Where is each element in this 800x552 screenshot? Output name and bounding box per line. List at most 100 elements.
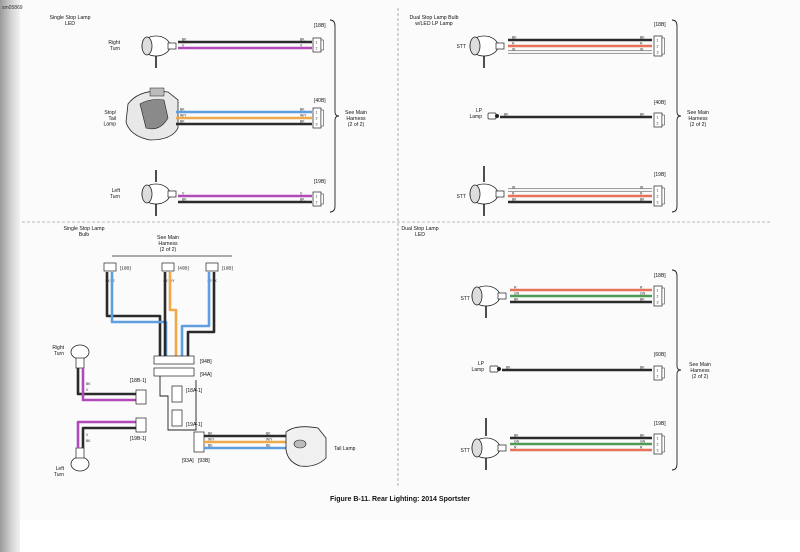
bl-wire-19b-be <box>180 272 211 356</box>
stt-lamp-1 <box>469 35 505 68</box>
tr-lp-pin-1: 2 <box>657 121 659 125</box>
tl-stop-tail-pin-0: 1 <box>316 110 318 114</box>
br-stt-2-wire-label-right-1: GN <box>640 439 646 443</box>
bl-tail-wire-label-right-2: BE <box>266 443 271 447</box>
tr-stt-1-wire-label-right-0: BK <box>640 35 645 39</box>
tr-stt-2-wire-label-left-1: R <box>512 191 515 195</box>
right-turn-lamp-lens <box>141 36 153 56</box>
bl-conn-label-18a1: [18A-1] <box>186 388 203 394</box>
left-turn-lamp-stem <box>167 190 177 198</box>
tl-left-turn-wire-label-left-0: V <box>182 191 185 195</box>
br-stt-lamp-1-stem <box>497 292 507 300</box>
tl-harness-brace <box>329 19 340 213</box>
br-stt-1-wire-label-right-0: R <box>640 285 643 289</box>
tr-lp-pin-0: 1 <box>657 115 659 119</box>
tl-stop-tail-wire-label-right-1: W/Y <box>300 113 307 117</box>
br-conn-label-18b: [18B] <box>654 273 666 279</box>
bl-top-conn-18b-label: [18B] <box>120 266 131 271</box>
tl-left-turn-connector-latch <box>320 193 324 205</box>
stop-tail-lamp-top <box>149 87 165 97</box>
br-stt-lamp-1-lens <box>471 286 483 306</box>
right-turn-lamp-stem <box>167 42 177 50</box>
bl-top-conn-40b <box>161 262 175 272</box>
bl-wire-18b-be <box>110 272 168 356</box>
bl-rt-wire-label-1: V <box>86 388 89 392</box>
br-stt-2-wire-label-left-1: GN <box>514 439 520 443</box>
bl-top-conn-18b <box>103 262 117 272</box>
tl-stop-tail-wire-label-left-0: BK <box>180 107 185 111</box>
tl-right-turn-wire-label-right-0: BK <box>300 37 305 41</box>
bl-tail-lamp <box>285 426 327 467</box>
tl-stop-tail-wire-label-left-2: BK <box>180 119 185 123</box>
br-stt-2-pin-1: 2 <box>657 442 659 446</box>
br-stt-1-wire-label-left-0: R <box>514 285 517 289</box>
br-stt-2-pin-0: 1 <box>657 436 659 440</box>
br-stt-2-wire-label-left-0: BK <box>514 433 519 437</box>
tr-lp-connector-latch <box>661 114 665 126</box>
bl-lt-wire-label-1: BK <box>86 439 91 443</box>
bl-top-conn-19b <box>205 262 219 272</box>
conn-label-40b: [40B] <box>314 98 326 104</box>
tl-right-turn-wire-label-left-1: V <box>182 43 185 47</box>
bl-rt-wire-label-0: BK <box>86 382 91 386</box>
bl-right-turn-stem <box>75 357 85 369</box>
tr-stt-2-wire-label-right-2: BK <box>640 197 645 201</box>
tr-stt-1-pin-1: 2 <box>657 44 659 48</box>
br-stt-1-wire-label-right-2: BK <box>640 297 645 301</box>
tr-conn-label-40b: [40B] <box>654 100 666 106</box>
br-stt-lamp-2-lens <box>471 438 483 458</box>
br-stt-2-wire-label-right-2: R <box>640 445 643 449</box>
tr-stt-1-pin-2: 3 <box>657 50 659 54</box>
br-lp-lamp-bulb <box>497 367 501 371</box>
label-stt-2: STT <box>457 194 466 200</box>
figure-caption: Figure B-11. Rear Lighting: 2014 Sportst… <box>329 496 471 503</box>
book-spine-shadow <box>0 0 20 552</box>
bl-lt-wire-label-0: V <box>86 433 89 437</box>
br-stt-2-wire-label-left-2: R <box>514 445 517 449</box>
bl-rt-wire-bk <box>76 368 136 396</box>
tl-left-turn-wire-label-left-1: BK <box>182 197 187 201</box>
bl-wire-40b-wy <box>168 272 178 356</box>
bl-lt-wire-bk <box>81 426 136 448</box>
tr-stt-1-connector-latch <box>661 37 665 55</box>
tr-stt-1-wire-label-left-2: W <box>512 47 516 51</box>
bl-conn-label-93b: [93B] <box>198 458 210 464</box>
tl-right-turn-pin-0: 1 <box>316 40 318 44</box>
bl-conn-label-18b1: [18B-1] <box>130 378 147 384</box>
tl-left-turn-pin-1: 2 <box>316 200 318 204</box>
conn-label-18b: [18B] <box>314 23 326 29</box>
br-label-stt-2: STT <box>461 448 470 454</box>
bl-top-conn-40b-label: [40B] <box>178 266 189 271</box>
br-conn-label-19b: [19B] <box>654 421 666 427</box>
br-stt-2-connector-latch <box>661 435 665 453</box>
tr-stt-2-pin-0: 1 <box>657 188 659 192</box>
tl-left-turn-wire-label-right-1: BK <box>300 197 305 201</box>
bl-top-conn-19b-label: [19B] <box>222 266 233 271</box>
stt-lamp-2-stem <box>495 190 505 198</box>
tr-stt-1-wire-label-left-0: BK <box>512 35 517 39</box>
bl-label-tail-lamp: Tail Lamp <box>334 446 356 452</box>
tl-stop-tail-wire-label-right-2: BK <box>300 119 305 123</box>
page-stamp: sm05869 <box>2 5 23 11</box>
bl-connector-94a <box>153 367 195 377</box>
bl-left-turn-stem <box>75 447 85 459</box>
bl-tail-lamp-body <box>285 426 327 467</box>
tl-stop-tail-pin-2: 3 <box>316 122 318 126</box>
tl-left-turn-wire-label-right-0: V <box>300 191 303 195</box>
bl-right-turn-housing <box>70 344 90 360</box>
stop-tail-lamp-lens <box>139 99 169 130</box>
tr-harness-brace <box>671 19 682 213</box>
bl-right-turn-lamp <box>70 344 90 369</box>
br-lp-wire-label-right-0: BK <box>640 365 645 369</box>
bl-top-wire-label-3: W/Y <box>169 279 176 283</box>
bl-connector-18a1 <box>171 385 183 403</box>
stt-lamp-1-stem <box>495 42 505 50</box>
